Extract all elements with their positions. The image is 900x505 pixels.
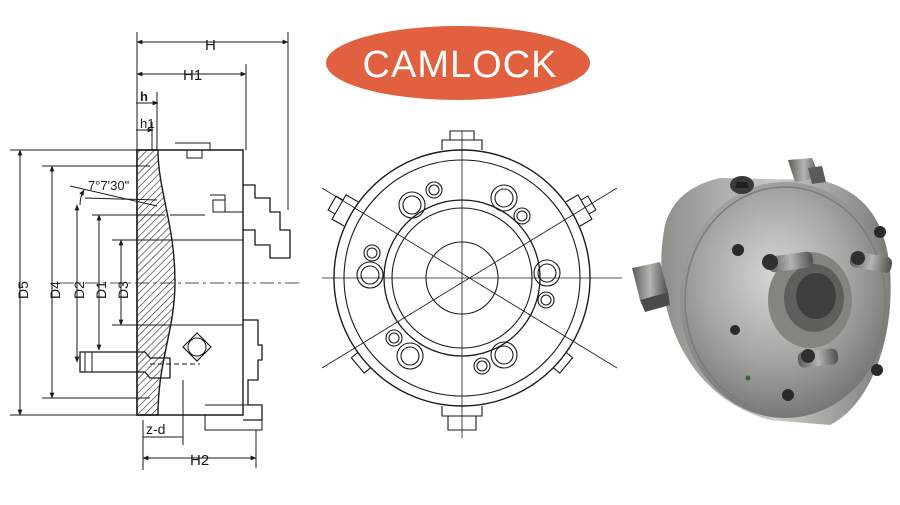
dim-label-D4: D4 (47, 281, 63, 299)
dim-label-H2: H2 (190, 452, 209, 469)
dim-label-D5: D5 (15, 281, 31, 299)
dim-label-D1: D1 (93, 281, 109, 299)
dim-label-h1: h1 (140, 116, 154, 131)
dim-label-D3: D3 (115, 281, 131, 299)
chuck-photo-icon (632, 158, 893, 425)
dim-label-D2: D2 (71, 281, 87, 299)
dim-label-H1: H1 (183, 67, 202, 84)
side-view-labels: H H1 h h1 7°7'30" D5 D4 D2 D1 D3 z-d H2 (15, 37, 216, 469)
camlock-badge: CAMLOCK (326, 26, 590, 100)
dim-label-H: H (205, 37, 216, 54)
dim-label-z-d: z-d (146, 421, 165, 437)
angle-label: 7°7'30" (88, 178, 130, 193)
badge-label: CAMLOCK (363, 44, 558, 86)
front-view-drawing (321, 130, 622, 438)
side-view-drawing (10, 32, 300, 470)
badge-ellipse (326, 26, 590, 100)
dim-label-h: h (140, 89, 148, 104)
